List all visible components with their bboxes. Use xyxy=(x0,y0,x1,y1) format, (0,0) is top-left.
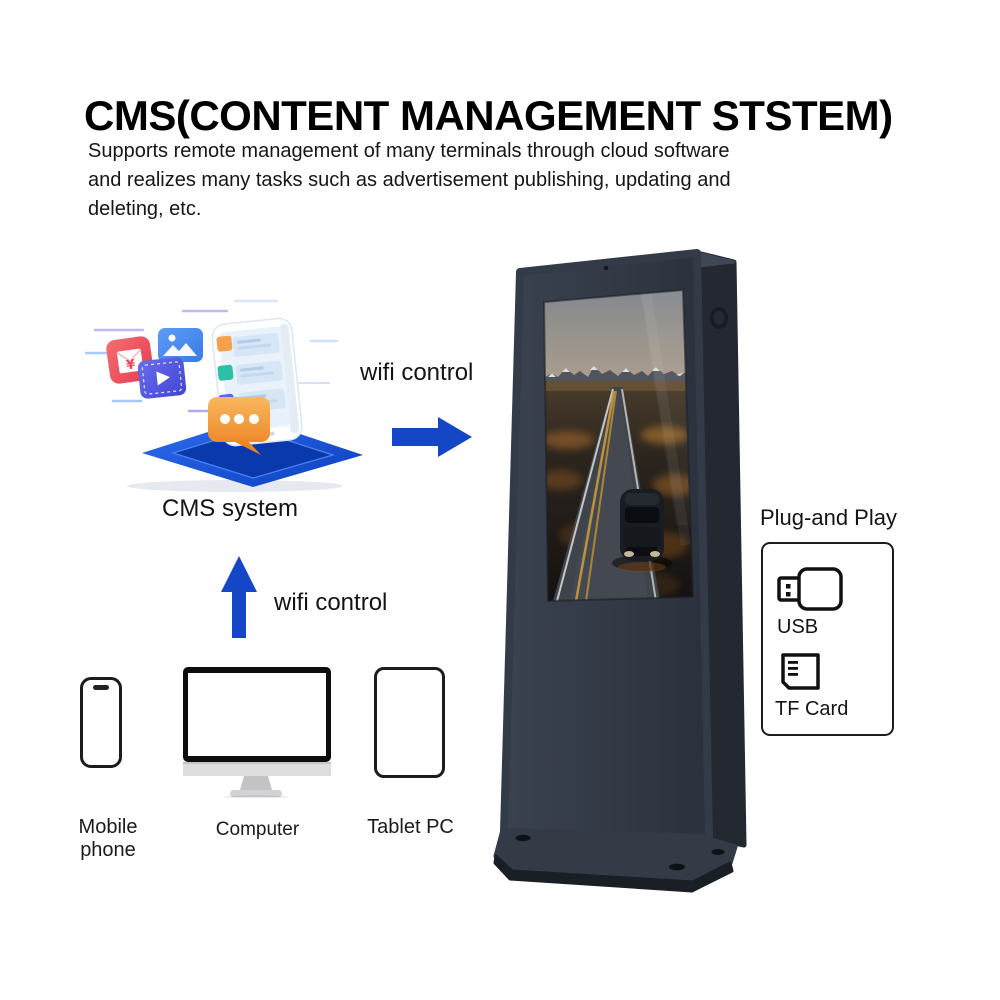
intro-line: and realizes many tasks such as advertis… xyxy=(88,169,731,191)
arrow-up-icon xyxy=(221,556,257,638)
tablet-pc-icon xyxy=(374,667,445,778)
mobile-phone-icon xyxy=(80,677,122,768)
car xyxy=(612,489,672,572)
kiosk-camera-icon xyxy=(603,265,609,271)
video-icon xyxy=(137,357,187,399)
plug-and-play-box: USB TF Card xyxy=(761,542,894,736)
tf-card-label: TF Card xyxy=(775,698,849,720)
chat-bubble-icon xyxy=(208,397,270,455)
computer-icon xyxy=(183,667,331,798)
intro-line: deleting, etc. xyxy=(88,198,202,220)
phone-notch xyxy=(93,685,109,690)
svg-text:¥: ¥ xyxy=(125,357,136,373)
tf-card-icon xyxy=(781,653,820,690)
list-row xyxy=(216,332,280,357)
intro-paragraph: Supports remote management of many termi… xyxy=(88,137,808,224)
cms-system-label: CMS system xyxy=(161,495,298,522)
platform-icon xyxy=(127,418,363,492)
arrow-right-icon xyxy=(392,417,472,457)
computer-label: Computer xyxy=(215,819,300,840)
kiosk-side-knob xyxy=(710,307,728,329)
usb-drive-icon xyxy=(777,567,843,611)
intro-line: Supports remote management of many termi… xyxy=(88,140,730,162)
outdoor-kiosk xyxy=(493,249,747,893)
speed-lines xyxy=(85,299,339,413)
image-icon xyxy=(158,328,203,362)
wifi-control-bottom-label: wifi control xyxy=(274,589,388,616)
kiosk-screen xyxy=(544,290,693,601)
wifi-control-top-label: wifi control xyxy=(360,359,474,386)
usb-label: USB xyxy=(777,616,819,638)
tablet-pc-label: Tablet PC xyxy=(367,816,454,838)
list-row xyxy=(217,360,283,385)
mobile-phone-label: Mobile phone xyxy=(78,816,138,861)
page-title: CMS(CONTENT MANAGEMENT STSTEM) xyxy=(84,92,893,140)
kiosk-base xyxy=(493,827,738,893)
cms-system-illustration: ¥ xyxy=(85,299,363,492)
plug-and-play-title: Plug-and Play xyxy=(760,505,897,530)
